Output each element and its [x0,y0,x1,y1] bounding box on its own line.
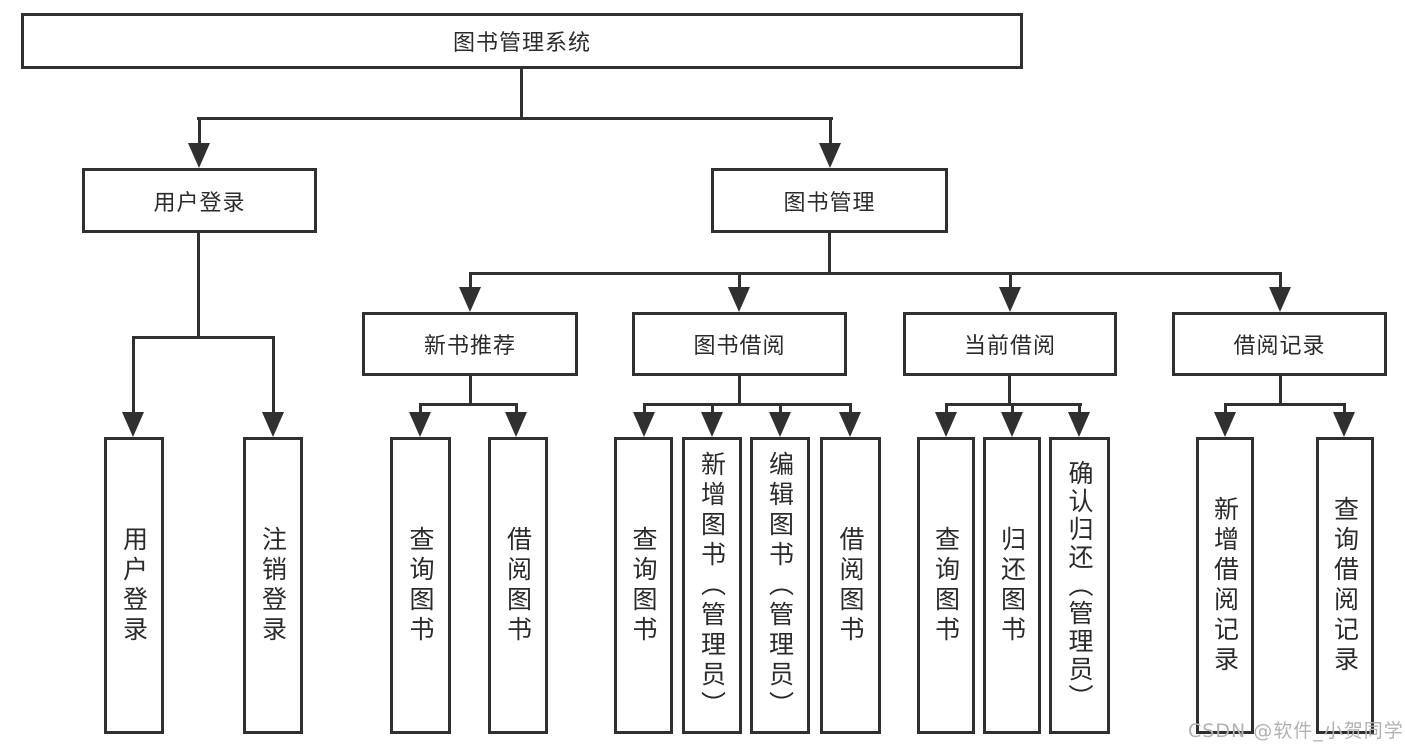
arrow-down-icon [1068,412,1090,437]
arrow-down-icon [459,287,481,312]
arrow-down-icon [819,143,841,168]
connector-user-login-crossbar [132,336,275,339]
node-book-management-label: 图书管理 [783,190,876,216]
leaf-recommend-borrow-books: 借阅图书 [488,437,548,734]
connector-shaft [1224,403,1227,414]
leaf-confirm-return-admin-label: 确认归还（管理员） [1065,459,1094,712]
arrow-down-icon [728,287,750,312]
arrow-down-icon [188,143,210,168]
leaf-borrowing-query-books-label: 查询图书 [629,525,658,646]
connector-shaft [1343,403,1346,414]
leaf-user-login-label: 用户登录 [119,525,149,646]
node-book-borrowing: 图书借阅 [632,312,847,376]
arrow-down-icon [839,412,861,437]
connector-shaft [779,403,782,414]
connector-root-crossbar [197,117,833,120]
connector-shaft [711,403,714,414]
arrow-down-icon [701,412,723,437]
leaf-current-query-books: 查询图书 [917,437,975,734]
arrow-down-icon [633,412,655,437]
arrow-down-icon [1333,412,1355,437]
node-user-login: 用户登录 [82,168,317,233]
node-root-label: 图书管理系统 [452,31,591,56]
node-book-borrowing-label: 图书借阅 [693,334,786,359]
leaf-borrowing-query-books: 查询图书 [614,437,673,734]
connector-shaft-logout-leaf [272,336,275,414]
leaf-query-borrow-record: 查询借阅记录 [1316,437,1374,734]
leaf-add-borrow-record-label: 新增借阅记录 [1210,495,1240,676]
arrow-down-icon [1269,287,1291,312]
leaf-recommend-query-books-label: 查询图书 [406,525,435,646]
arrow-down-icon [262,412,284,437]
arrow-down-icon [769,412,791,437]
node-current-borrowing-label: 当前借阅 [963,334,1056,359]
connector-root-stem [520,69,523,119]
connector-book-mgmt-crossbar [469,272,1282,275]
node-root: 图书管理系统 [21,13,1023,69]
connector-borrow-records-stem [1279,376,1282,405]
node-user-login-label: 用户登录 [153,190,246,216]
connector-shaft-user-login [198,117,201,145]
leaf-user-login: 用户登录 [104,437,164,734]
node-borrowing-records-label: 借阅记录 [1233,334,1326,359]
leaf-confirm-return-admin: 确认归还（管理员） [1049,437,1110,734]
leaf-recommend-query-books: 查询图书 [390,437,451,734]
leaf-return-books: 归还图书 [983,437,1041,734]
leaf-add-borrow-record: 新增借阅记录 [1196,437,1254,734]
leaf-return-books-label: 归还图书 [997,525,1027,646]
leaf-add-books-admin: 新增图书（管理员） [682,437,742,734]
leaf-logout: 注销登录 [243,437,303,734]
leaf-recommend-borrow-books-label: 借阅图书 [503,525,533,646]
connector-shaft [515,403,518,414]
arrow-down-icon [1001,412,1023,437]
connector-shaft-book-borrow [738,272,741,289]
node-new-book-recommend-label: 新书推荐 [423,334,516,359]
connector-shaft [419,403,422,414]
connector-borrow-records-crossbar [1224,403,1346,406]
connector-shaft-new-book [469,272,472,289]
connector-shaft [945,403,948,414]
leaf-borrowing-borrow-books-label: 借阅图书 [836,525,865,646]
connector-current-borrow-stem [1008,376,1011,405]
node-book-management: 图书管理 [711,168,948,233]
connector-shaft [849,403,852,414]
leaf-logout-label: 注销登录 [258,525,288,646]
connector-book-mgmt-stem [828,233,831,274]
connector-shaft [1078,403,1081,414]
node-current-borrowing: 当前借阅 [903,312,1117,376]
connector-user-login-stem [197,233,200,337]
arrow-down-icon [935,412,957,437]
connector-new-book-stem [469,376,472,405]
leaf-current-query-books-label: 查询图书 [931,525,961,646]
leaf-edit-books-admin-label: 编辑图书（管理员） [765,450,795,721]
arrow-down-icon [505,412,527,437]
leaf-add-books-admin-label: 新增图书（管理员） [697,450,727,721]
connector-shaft [1011,403,1014,414]
arrow-down-icon [122,412,144,437]
node-new-book-recommend: 新书推荐 [362,312,578,376]
connector-shaft [643,403,646,414]
node-borrowing-records: 借阅记录 [1172,312,1387,376]
watermark: CSDN @软件_小贺同学 [1188,720,1404,742]
connector-shaft-login-leaf [132,336,135,414]
leaf-borrowing-borrow-books: 借阅图书 [820,437,881,734]
connector-new-book-crossbar [419,403,518,406]
arrow-down-icon [409,412,431,437]
leaf-query-borrow-record-label: 查询借阅记录 [1330,495,1360,676]
connector-shaft-current-borrow [1009,272,1012,289]
connector-book-borrow-stem [738,376,741,405]
connector-shaft-borrow-records [1279,272,1282,289]
arrow-down-icon [1214,412,1236,437]
arrow-down-icon [999,287,1021,312]
connector-shaft-book-mgmt [829,117,832,145]
connector-book-borrow-crossbar [643,403,852,406]
leaf-edit-books-admin: 编辑图书（管理员） [750,437,810,734]
